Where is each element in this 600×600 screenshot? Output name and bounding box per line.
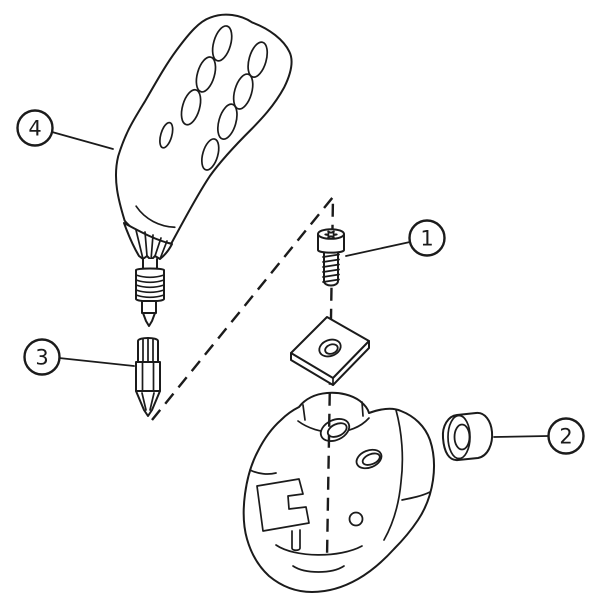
grip-dimple: [159, 121, 174, 149]
cutting-insert: [290, 316, 370, 386]
insert-hole: [318, 338, 342, 358]
insert-pocket-tab: [291, 529, 301, 552]
side-hole: [355, 448, 383, 470]
bit-hex-body: [135, 361, 161, 392]
callout-4-circle: [16, 109, 54, 147]
bottom-contour-1: [275, 544, 363, 556]
grip-dimple: [180, 88, 202, 126]
grip-dimple: [232, 73, 254, 110]
callout-2: 2: [493, 417, 585, 455]
cutter-head-face-line: [401, 491, 431, 501]
bit-hex-facet-lines: [141, 361, 155, 392]
callout-1-circle: [408, 219, 446, 257]
callout-3: 3: [23, 338, 135, 376]
cutter-head: [242, 391, 435, 593]
callout-4-number: 4: [28, 117, 41, 141]
side-hole-inner: [361, 452, 381, 466]
screw-boss-right-edge: [361, 401, 364, 417]
grip-molding-line: [135, 205, 176, 229]
grip-dimple: [195, 56, 217, 93]
handle-grip: [115, 13, 293, 245]
callout-1: 1: [345, 219, 446, 257]
callout-3-circle: [23, 338, 61, 376]
driver-bit: [135, 337, 161, 417]
callout-3-number: 3: [35, 346, 48, 370]
callout-1-number: 1: [420, 227, 433, 251]
grip-dimple: [200, 138, 220, 171]
collar-facet-lines: [135, 229, 168, 261]
cutter-head-end-face-edge: [383, 409, 404, 541]
grip-dimples: [159, 25, 269, 171]
grip-outline: [115, 13, 293, 245]
stud-tip: [142, 312, 156, 327]
screw-hole-inner: [326, 422, 348, 438]
bit-tip-facet-lines: [141, 392, 155, 411]
torque-handle: [115, 13, 293, 327]
clamping-sleeve: [441, 411, 494, 462]
stud-thread-lines: [135, 274, 165, 299]
stud-lower-cylinder: [141, 300, 157, 314]
grip-dimple: [217, 103, 238, 140]
grip-dimple: [211, 25, 233, 62]
insert-hole-inner: [324, 343, 339, 355]
callout-4-leader-line: [51, 131, 114, 150]
screw-torx-socket: [324, 230, 338, 239]
sleeve-bore: [453, 423, 471, 451]
callout-3-leader-line: [58, 357, 135, 367]
handle-stud: [135, 258, 165, 327]
callout-2-number: 2: [559, 425, 572, 449]
left-contour: [249, 469, 277, 475]
callout-4: 4: [16, 109, 114, 150]
screw-head-top-face: [317, 228, 345, 240]
bottom-contour-2: [292, 565, 345, 573]
assembly-axis-dashed-line: [151, 193, 335, 559]
bit-spline-lines: [142, 337, 154, 363]
small-hole: [348, 511, 364, 527]
screw-thread-lines: [322, 253, 340, 283]
screw-boss-left-edge: [302, 404, 306, 421]
callout-2-leader-line: [493, 435, 549, 438]
callout-2-circle: [547, 417, 585, 455]
insert-pocket: [256, 478, 310, 532]
bit-tip: [135, 390, 161, 417]
callout-1-leader-line: [345, 241, 411, 257]
insert-screw: [317, 228, 345, 287]
grip-dimple: [247, 41, 269, 78]
handle-collar: [123, 222, 173, 261]
callouts: 1 2 3 4: [16, 109, 585, 455]
